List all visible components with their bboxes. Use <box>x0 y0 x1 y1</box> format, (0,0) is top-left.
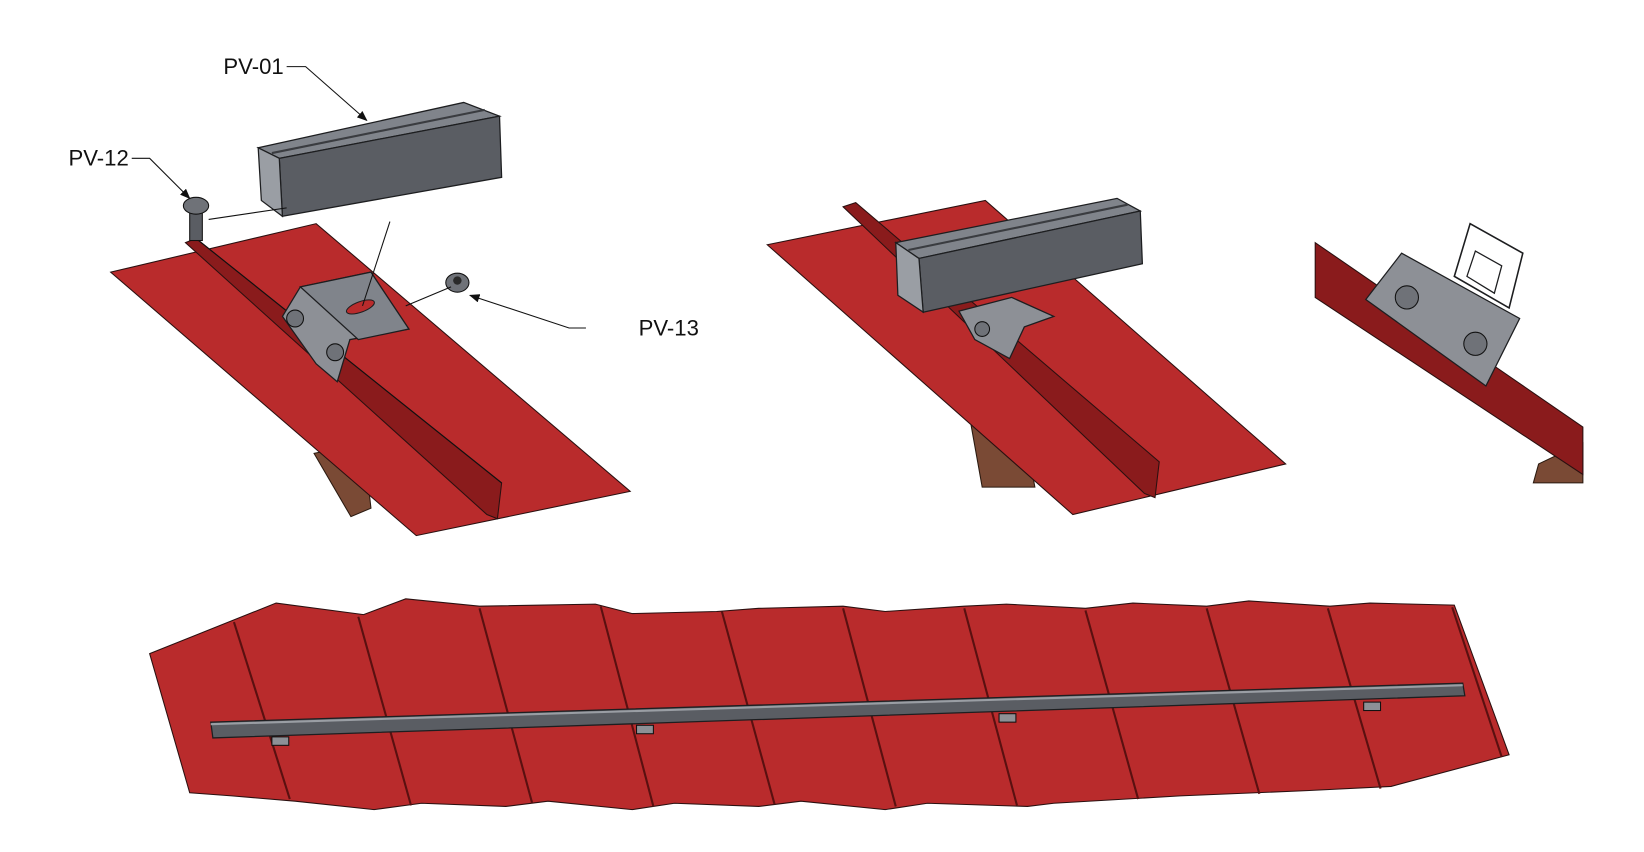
callout-pv-12: PV-12 <box>69 146 129 171</box>
bolt-pv-12 <box>182 196 210 242</box>
rail-pv-01 <box>894 197 1144 314</box>
rail-brackets <box>271 701 1382 746</box>
nut-pv-13 <box>445 272 470 293</box>
long-rail <box>210 682 1466 739</box>
callout-pv-01: PV-01 <box>223 54 283 79</box>
bolt-head-icon <box>974 321 991 337</box>
bolt-head-icon <box>1394 285 1420 310</box>
bolt-head-icon <box>326 343 345 362</box>
bolt-head-icon <box>1463 331 1488 356</box>
assembled-view <box>766 197 1287 516</box>
seam-clamp-bracket <box>958 296 1056 360</box>
bolt-head-icon <box>286 309 305 328</box>
seam-clamp-bracket <box>281 271 410 383</box>
roof-ribs <box>232 605 1503 807</box>
exploded-view: PV-01 PV-12 PV-13 <box>69 54 699 537</box>
roof-overview <box>149 598 1510 811</box>
rail-profile <box>1453 222 1524 310</box>
rail-pv-01 <box>256 101 503 218</box>
side-detail-view <box>1314 222 1584 484</box>
callout-pv-13: PV-13 <box>639 315 699 340</box>
